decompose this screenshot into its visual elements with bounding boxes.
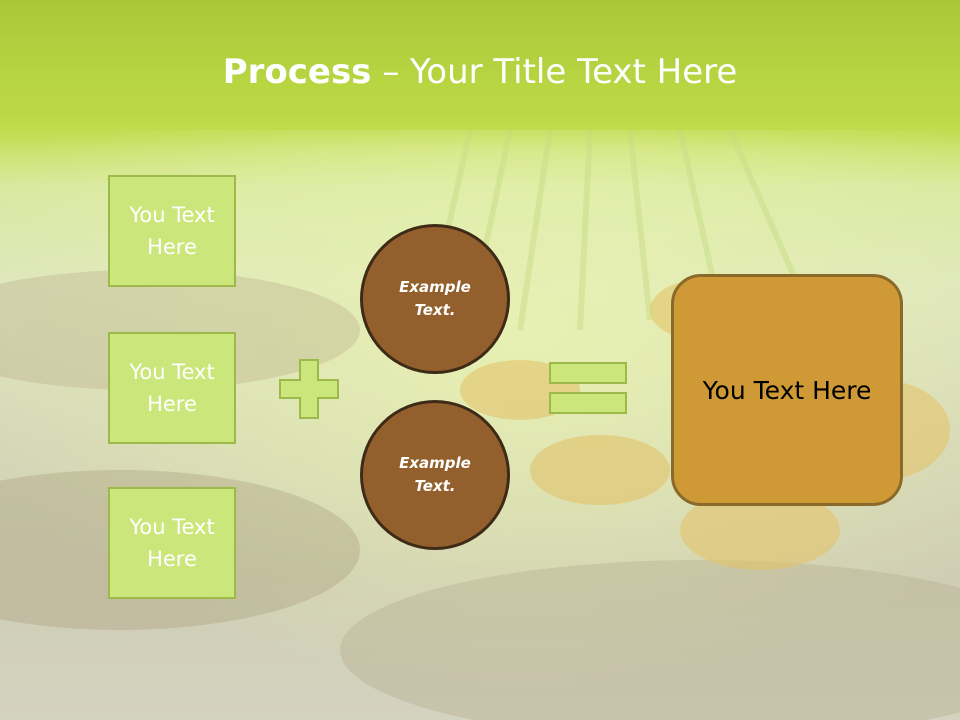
equals-icon <box>549 362 627 414</box>
example-circle-2: Example Text. <box>360 400 510 550</box>
title-bold: Process <box>222 52 372 92</box>
input-box-2: You Text Here <box>108 332 236 444</box>
input-box-label: You Text Here <box>129 203 215 259</box>
slide-title: Process – Your Title Text Here <box>0 52 960 92</box>
circle-label: Example Text. <box>399 278 471 319</box>
input-box-label: You Text Here <box>129 515 215 571</box>
input-box-1: You Text Here <box>108 175 236 287</box>
input-box-3: You Text Here <box>108 487 236 599</box>
result-label: You Text Here <box>702 375 872 405</box>
input-box-label: You Text Here <box>129 360 215 416</box>
title-band <box>0 0 960 150</box>
circle-label: Example Text. <box>399 454 471 495</box>
example-circle-1: Example Text. <box>360 224 510 374</box>
title-rest: – Your Title Text Here <box>371 52 738 92</box>
result-box: You Text Here <box>671 274 903 506</box>
plus-icon <box>279 359 339 419</box>
